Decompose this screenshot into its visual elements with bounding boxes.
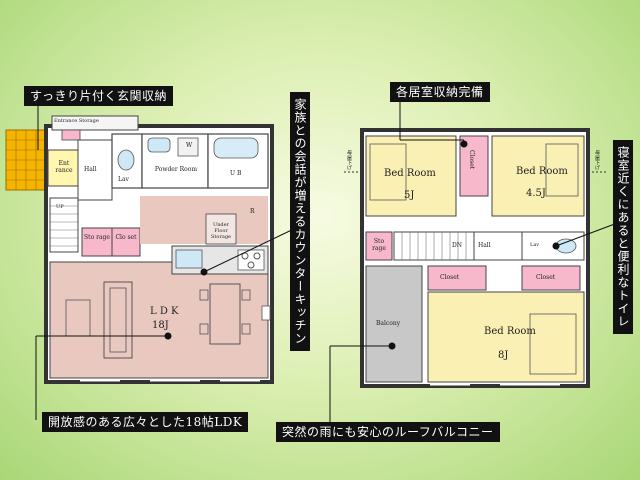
callout-toilet: 寝室近くにあると便利なトイレ xyxy=(613,140,633,334)
entrance-storage-area xyxy=(51,115,139,131)
bed2-icon xyxy=(545,143,579,197)
hall2-label: Hall xyxy=(478,242,491,249)
bed2-size-label: 4.5J xyxy=(526,188,546,199)
entrance-tile xyxy=(5,129,47,191)
storage1-label: Sto rage xyxy=(84,234,110,241)
bed3-size-label: 8J xyxy=(498,350,509,361)
storage2-label: Sto rage xyxy=(372,238,386,252)
washer-icon xyxy=(177,137,199,157)
bedroom3-area xyxy=(427,291,585,383)
bedroom2-area xyxy=(491,135,585,217)
lav2-label: Lav xyxy=(530,242,540,248)
bed3-icon xyxy=(529,313,577,375)
under-floor-box xyxy=(205,213,237,245)
powder-room-label: Powder Room xyxy=(154,166,198,173)
bed1-size-label: 5J xyxy=(404,190,415,201)
ldk-size-label: 18J xyxy=(152,320,169,331)
sink-icon xyxy=(147,137,171,153)
lav1-label: Lav xyxy=(118,176,129,183)
hall1-area xyxy=(77,139,113,201)
ldk-floor-upper xyxy=(140,196,268,244)
leader-lines xyxy=(35,100,621,430)
dn-label: DN xyxy=(452,242,463,249)
callout-closets: 各居室収納完備 xyxy=(390,82,490,102)
bed2-label: Bed Room xyxy=(516,166,568,177)
stove-icon-top xyxy=(237,249,265,271)
callout-ldk: 開放感のある広々とした18帖LDK xyxy=(42,412,249,432)
tv-icon xyxy=(261,305,271,321)
dining-table-icon xyxy=(199,283,251,345)
callout-balcony: 突然の雨にも安心のルーフバルコニー xyxy=(276,422,500,442)
r-label: R xyxy=(250,208,255,215)
closet-l-area xyxy=(427,265,487,291)
w-label: W xyxy=(186,142,193,149)
storage2-area xyxy=(365,231,393,261)
closet1-label: Clo set xyxy=(115,234,137,241)
entrance-area xyxy=(47,149,79,187)
balcony-area xyxy=(365,265,423,383)
callout-entrance-storage: すっきり片付く玄関収納 xyxy=(24,86,174,106)
closet-r-label: Closet xyxy=(536,274,556,281)
hall1-label: Hall xyxy=(84,166,97,173)
ldk-label: L D K xyxy=(150,306,179,317)
storage1-area xyxy=(81,227,113,257)
bed1-label: Bed Room xyxy=(384,168,436,179)
bedroom1-area xyxy=(365,135,457,217)
under-floor-label: Under Floor Storage xyxy=(211,222,231,240)
closet-r-area xyxy=(521,265,581,291)
bed1-icon xyxy=(369,143,407,201)
closet1-area xyxy=(111,227,141,257)
toilet1-icon xyxy=(117,149,135,171)
closet-v-label: Closet xyxy=(468,150,475,170)
callout-family-counter: 家族との会話が増えるカウンターキッチン xyxy=(290,92,310,351)
bed3-label: Bed Room xyxy=(484,326,536,337)
roof-left-label: 母屋下げ xyxy=(346,150,352,170)
bathtub-icon xyxy=(213,137,259,159)
kitchen-sink-icon-top xyxy=(175,249,203,269)
stair1 xyxy=(49,197,79,253)
entrance-storage-pink xyxy=(61,129,81,141)
closet-l-label: Closet xyxy=(440,274,460,281)
entrance-storage-label: Entrance Storage xyxy=(54,118,99,124)
balcony-label: Balcony xyxy=(376,320,401,327)
roof-right-label: 母屋下げ xyxy=(594,150,600,170)
ub-label: U B xyxy=(230,170,242,177)
up-label: UP xyxy=(56,204,64,210)
ldk-floor xyxy=(49,261,269,379)
entrance-label: Ent rance xyxy=(55,160,73,174)
